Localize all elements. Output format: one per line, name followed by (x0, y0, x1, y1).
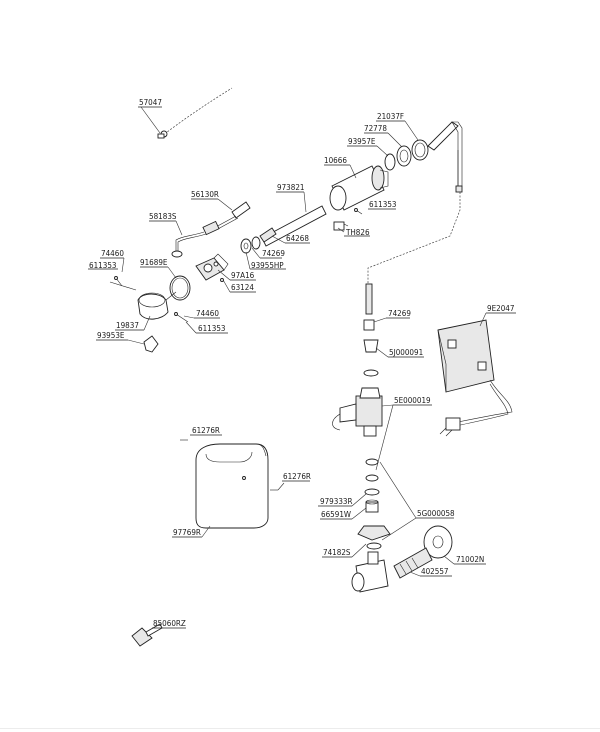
spout-tube (427, 121, 463, 193)
filter-66591W (365, 499, 379, 513)
label-74269-b: 74269 (388, 309, 411, 318)
clip-TH826 (333, 221, 349, 231)
screw-74460-a (114, 276, 123, 287)
cable-path (367, 192, 461, 284)
bottom-divider (0, 728, 600, 729)
washer-1 (365, 458, 379, 466)
cable-58183S (171, 220, 220, 258)
spout-body (329, 165, 389, 211)
label-72778: 72778 (364, 124, 387, 133)
pipe-402557 (393, 547, 433, 579)
label-TH826: TH826 (345, 228, 370, 237)
nut-74269 (363, 319, 375, 331)
label-21037F: 21037F (377, 112, 404, 121)
label-63124: 63124 (231, 283, 254, 292)
label-10666: 10666 (324, 156, 347, 165)
label-93955HP: 93955HP (251, 261, 284, 270)
ring-21037F (411, 139, 429, 161)
label-91689E: 91689E (140, 258, 168, 267)
label-93953E: 93953E (97, 331, 125, 340)
label-74269-a: 74269 (262, 249, 285, 258)
label-74460-a: 74460 (101, 249, 124, 258)
label-56130R: 56130R (191, 190, 219, 199)
key-85060RZ (131, 623, 163, 647)
label-93957E: 93957E (348, 137, 376, 146)
ring-93955HP (251, 236, 261, 250)
label-74460-b: 74460 (196, 309, 219, 318)
label-402557: 402557 (421, 567, 448, 576)
label-71002N: 71002N (456, 555, 484, 564)
sensor-module-97A16 (195, 253, 229, 281)
label-9E2047: 9E2047 (487, 304, 514, 313)
gear-74269 (240, 238, 252, 254)
label-611353-b: 611353 (89, 261, 116, 270)
solenoid-valve-5E000019 (332, 387, 383, 437)
label-5E000019: 5E000019 (394, 396, 431, 405)
label-97A16: 97A16 (231, 271, 255, 280)
connector-56130R (213, 201, 251, 231)
ring-93957E (384, 153, 396, 171)
screw-61276R-b (270, 482, 285, 491)
washer-2 (365, 474, 379, 482)
label-61276R-a: 61276R (192, 426, 220, 435)
oring-91689E (169, 275, 191, 301)
tee-fitting (351, 551, 389, 593)
ring-72778 (396, 145, 412, 167)
label-85060RZ: 85060RZ (153, 619, 186, 628)
label-97769R: 97769R (173, 528, 201, 537)
flange-71002N (423, 525, 453, 559)
cover-97769R (195, 443, 269, 529)
label-5J000091: 5J000091 (389, 348, 423, 357)
label-66591W: 66591W (321, 510, 351, 519)
label-58183S: 58183S (149, 212, 177, 221)
hose (365, 283, 373, 315)
label-19837: 19837 (116, 321, 139, 330)
sensor-tip-64268 (259, 227, 277, 243)
label-5G000058: 5G000058 (417, 509, 455, 518)
label-611353-a: 611353 (369, 200, 396, 209)
sensor-rod (261, 205, 327, 247)
label-74182S: 74182S (323, 548, 351, 557)
screw-611353-a (354, 208, 363, 215)
label-973821: 973821 (277, 183, 304, 192)
stop-74182S (357, 525, 391, 550)
transformer-9E2047 (437, 319, 513, 437)
fitting-5J000091 (363, 339, 379, 377)
bead-chain (140, 87, 233, 139)
screw-74460-b (174, 312, 189, 323)
label-611353-c: 611353 (198, 324, 225, 333)
label-979333R: 979333R (320, 497, 352, 506)
label-57047: 57047 (139, 98, 162, 107)
sensor-housing-19837 (137, 291, 177, 320)
label-61276R-b: 61276R (283, 472, 311, 481)
label-64268: 64268 (286, 234, 309, 243)
washer-3 (364, 488, 380, 496)
cap-93953E (143, 335, 159, 353)
